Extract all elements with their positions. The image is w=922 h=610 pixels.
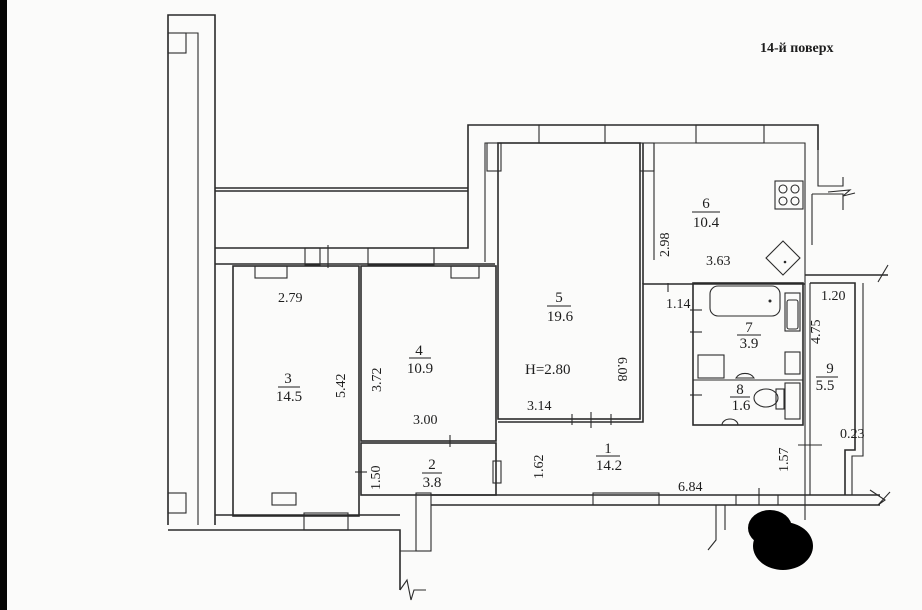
room-1-area: 14.2 (596, 458, 622, 474)
redaction-mark (748, 510, 813, 570)
dim-balcony-offset: 0.23 (840, 427, 865, 442)
black-edge-strip (0, 0, 7, 610)
room-9-area: 5.5 (816, 378, 835, 394)
dimension-labels: 2.79 5.42 3.72 3.00 1.50 6.08 3.14 1.62 … (278, 233, 865, 496)
walls (167, 14, 891, 601)
dim-room5-length: 6.08 (614, 357, 629, 382)
dim-room3-length: 5.42 (334, 374, 349, 399)
floor-label: 14-й поверх (760, 41, 834, 56)
room-6-area: 10.4 (693, 215, 720, 231)
ceiling-height: H=2.80 (525, 362, 571, 378)
dim-room6-length: 3.63 (706, 254, 731, 269)
dim-room1-length: 6.84 (678, 480, 703, 495)
dim-balcony-width: 1.20 (821, 289, 846, 304)
stove-icon (774, 180, 804, 210)
room-9-number: 9 (826, 361, 834, 377)
dim-corridor-width: 1.57 (777, 448, 792, 473)
room-4-number: 4 (415, 343, 423, 359)
sink-icon (765, 240, 801, 276)
dim-room4-width: 3.00 (413, 413, 438, 428)
room-1-number: 1 (604, 441, 612, 457)
dim-room1-width: 1.62 (532, 455, 547, 480)
room-5-number: 5 (555, 290, 563, 306)
room-2-number: 2 (428, 457, 436, 473)
room-7-number: 7 (745, 320, 753, 336)
dim-bath-width: 1.14 (666, 297, 691, 312)
room-6-number: 6 (702, 196, 710, 212)
dim-room3-width: 2.79 (278, 291, 303, 306)
room-5-area: 19.6 (547, 309, 574, 325)
dim-room5-width: 3.14 (527, 399, 552, 414)
room-8-number: 8 (736, 382, 744, 398)
room-2-area: 3.8 (423, 475, 442, 491)
dim-room2-width: 1.50 (369, 466, 384, 491)
room-labels: 3 14.5 4 10.9 2 3.8 5 19.6 H=2.80 1 14.2… (276, 196, 838, 491)
room-8-area: 1.6 (732, 398, 751, 414)
room-3-area: 14.5 (276, 389, 302, 405)
dim-room4-length: 3.72 (370, 368, 385, 393)
room-3-number: 3 (284, 371, 292, 387)
room-4-area: 10.9 (407, 361, 433, 377)
dim-room6-width: 2.98 (658, 233, 673, 258)
dim-balcony-length: 4.75 (809, 320, 824, 345)
room-7-area: 3.9 (740, 336, 759, 352)
